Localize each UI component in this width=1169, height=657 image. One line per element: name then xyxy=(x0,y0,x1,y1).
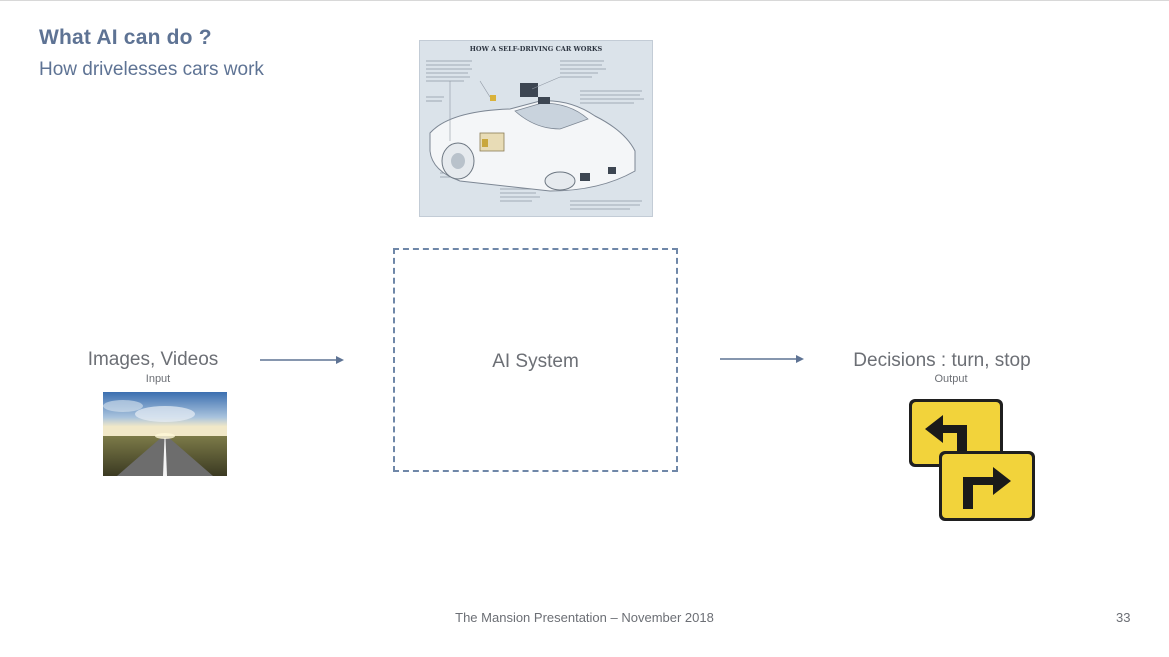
page-number: 33 xyxy=(1116,610,1131,625)
footer-text: The Mansion Presentation – November 2018 xyxy=(455,610,714,625)
left-turn-sign-icon xyxy=(909,399,1003,467)
ai-system-box: AI System xyxy=(393,248,678,472)
input-to-system-arrow xyxy=(260,356,344,364)
output-caption: Output xyxy=(934,373,968,385)
road-photo xyxy=(103,392,227,476)
output-label: Decisions : turn, stop xyxy=(853,350,1031,371)
input-caption: Input xyxy=(145,373,171,385)
right-turn-sign-icon xyxy=(939,451,1035,521)
ai-system-label: AI System xyxy=(492,351,579,372)
car-body xyxy=(429,76,636,192)
top-rule xyxy=(0,0,1169,1)
car-illustration-svg: HOW A SELF-DRIVING CAR WORKS xyxy=(426,45,644,210)
turn-signs-image xyxy=(909,399,1035,521)
slide-subtitle: How drivelesses cars work xyxy=(39,59,264,80)
input-label: Images, Videos xyxy=(87,349,219,370)
self-driving-car-figure: HOW A SELF-DRIVING CAR WORKS xyxy=(419,40,653,217)
figure-heading: HOW A SELF-DRIVING CAR WORKS xyxy=(470,45,603,53)
slide-title: What AI can do ? xyxy=(39,26,212,49)
system-to-output-arrow xyxy=(720,355,804,363)
